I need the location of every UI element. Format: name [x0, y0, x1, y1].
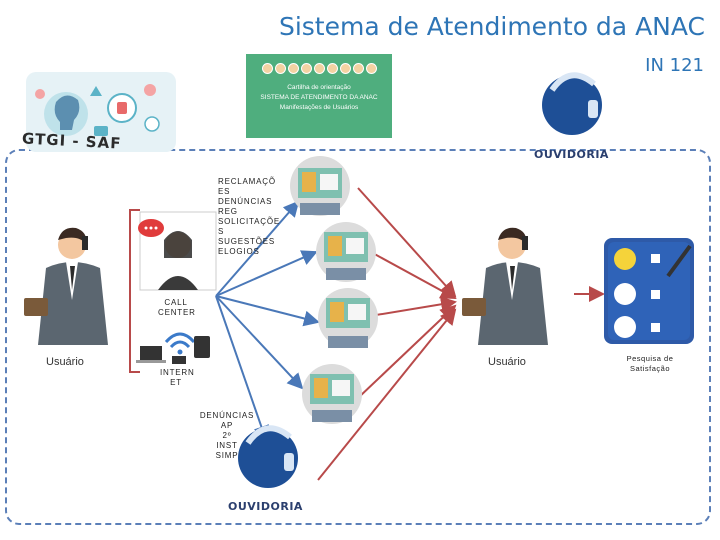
face-icon [326, 63, 338, 74]
list-item: RECLAMAÇÕ [218, 177, 276, 186]
list-item: SUGESTÕES [218, 237, 275, 246]
page-title: Sistema de Atendimento da ANAC [278, 12, 705, 41]
survey-label-line2: Satisfação [629, 364, 671, 373]
list-item: DENÚNCIAS [218, 197, 273, 206]
user-label-left: Usuário [46, 356, 84, 368]
list-item: 2º [222, 431, 232, 440]
face-icon [339, 63, 351, 74]
gtgi-icons [35, 84, 160, 136]
seam-node-4 [302, 364, 362, 424]
list-item: INTERN [160, 368, 195, 377]
list-item: ELOGIOS [218, 247, 260, 256]
user-label-right: Usuário [488, 356, 526, 368]
list-item: ES [218, 187, 231, 196]
user-right-icon [462, 227, 548, 345]
list-item: CALL [164, 298, 188, 307]
arrow-to-seam-2 [215, 250, 318, 297]
list-item: DENÚNCIAS [199, 411, 255, 420]
face-icon [274, 63, 286, 74]
satisfaction-survey-icon [604, 238, 694, 344]
survey-label-line1: Pesquisa de [626, 354, 674, 363]
arrow-red-5 [317, 308, 457, 481]
internet-label: INTERN ET [160, 368, 195, 388]
seam-node-1 [290, 156, 350, 216]
face-icon [261, 63, 273, 74]
ouvidoria-logo-bottom [238, 425, 298, 488]
cartilha-line3: Manifestações de Usuários [279, 104, 359, 111]
list-item: REG [218, 207, 238, 216]
arrow-to-seam-3 [215, 295, 320, 327]
survey-label: Pesquisa de Satisfação [618, 354, 682, 374]
ouvidoria-top-label: OUVIDORIA [534, 148, 609, 161]
list-item: SIMP [215, 451, 239, 460]
internet-devices-icon [136, 332, 210, 364]
face-icon [300, 63, 312, 74]
arrow-to-ouvidoria [215, 295, 269, 442]
cartilha-line2: SISTEMA DE ATENDIMENTO DA ANAC [260, 94, 378, 101]
page-subtitle: IN 121 [645, 55, 704, 76]
list-item: INST [216, 441, 238, 450]
face-icon [313, 63, 325, 74]
cartilha-card: Cartilha de orientação SISTEMA DE ATENDI… [246, 54, 392, 138]
gtgi-illustration [26, 72, 176, 152]
face-icon [287, 63, 299, 74]
arrow-red-1 [357, 187, 457, 298]
list-item: CENTER [158, 308, 196, 317]
arrow-to-seam-4 [215, 295, 304, 390]
cartilha-line1: Cartilha de orientação [287, 84, 351, 91]
face-icon [365, 63, 377, 74]
seam-node-3 [318, 288, 378, 348]
user-left-icon [24, 227, 108, 345]
dashed-frame [5, 149, 711, 525]
call-center-agent-icon [138, 211, 217, 291]
list-item: S [218, 227, 225, 236]
arrow-to-seam-1 [215, 200, 300, 297]
face-icon [352, 63, 364, 74]
call-center-label: CALL CENTER [158, 298, 196, 318]
denuncias-list: DENÚNCIAS AP 2º INST SIMP [199, 411, 255, 461]
list-item: AP [220, 421, 234, 430]
cartilha-faces [246, 63, 392, 74]
ouvidoria-bottom-label: OUVIDORIA [228, 500, 303, 513]
reclamacoes-list: RECLAMAÇÕ ES DENÚNCIAS REG SOLICITAÇÕE S… [218, 177, 288, 257]
arrow-red-4 [357, 304, 457, 399]
list-item: ET [170, 378, 182, 387]
list-item: SOLICITAÇÕE [218, 217, 280, 226]
seam-node-2 [316, 222, 376, 282]
ouvidoria-logo-top [542, 72, 602, 135]
bracket-left [129, 209, 140, 373]
